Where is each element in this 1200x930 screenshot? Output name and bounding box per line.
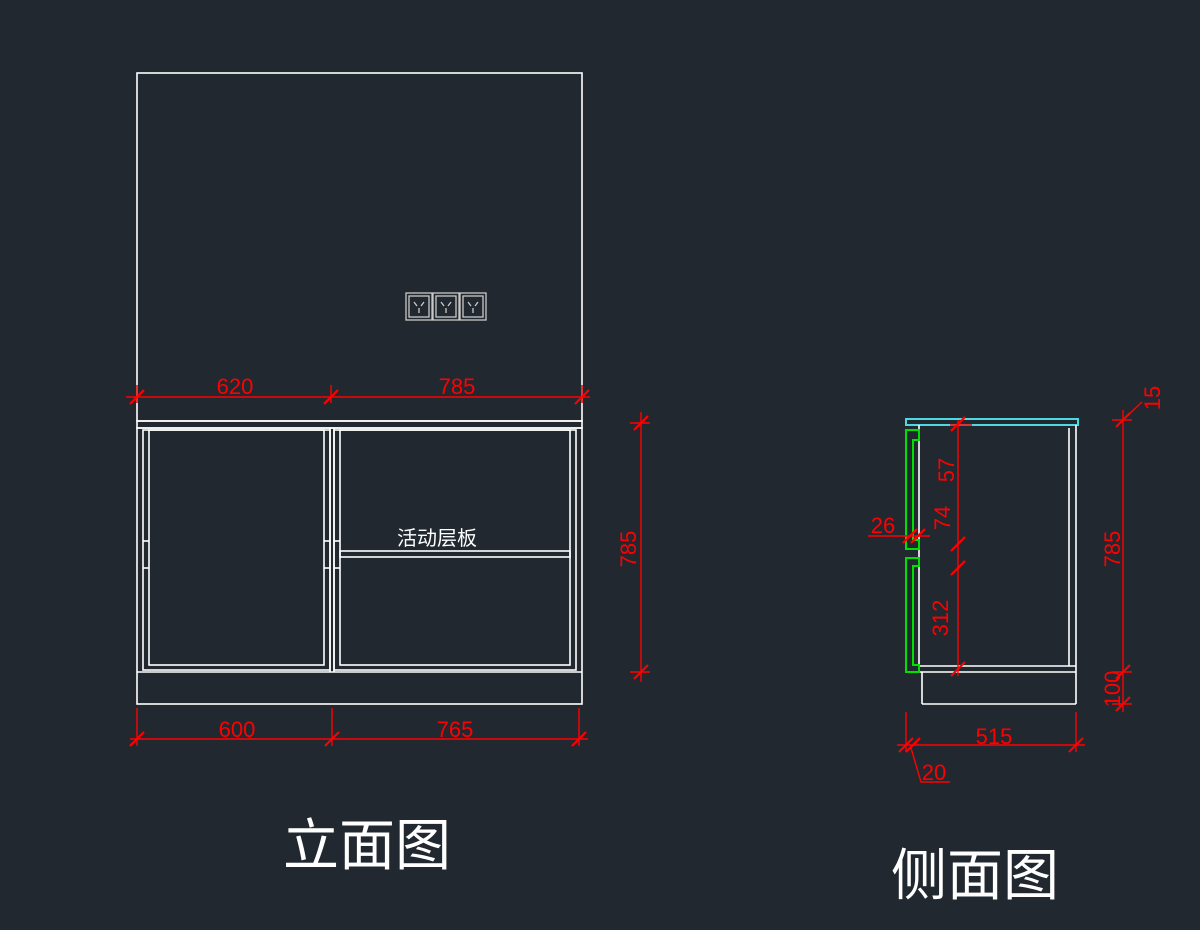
front-view-title: 立面图	[283, 814, 451, 879]
dim-785-side: 785	[1100, 531, 1125, 568]
wall-panel	[136, 72, 583, 422]
side-bottom-dimension	[897, 712, 1085, 783]
gap-dimension	[868, 528, 930, 544]
shelf-label: 活动层板	[397, 526, 477, 550]
lower-door-panel	[905, 557, 920, 673]
dim-57: 57	[934, 458, 959, 482]
socket-icon	[405, 292, 433, 321]
front-top-dimension	[126, 385, 590, 405]
cabinet-body	[136, 427, 583, 705]
dim-312: 312	[928, 600, 953, 637]
dim-15: 15	[1140, 386, 1165, 410]
dim-74: 74	[930, 506, 955, 530]
socket-icon	[432, 292, 460, 321]
side-countertop	[905, 418, 1079, 426]
front-bottom-dimension	[129, 708, 588, 747]
movable-shelf	[339, 550, 571, 558]
dim-785-top: 785	[439, 374, 476, 399]
side-height-dimension	[1112, 401, 1143, 712]
upper-door-panel	[905, 429, 920, 550]
dim-26: 26	[871, 513, 895, 538]
front-height-dimension	[630, 412, 650, 682]
dim-765: 765	[437, 717, 474, 742]
side-cabinet-body	[918, 425, 1077, 705]
dim-600: 600	[219, 717, 256, 742]
countertop	[136, 420, 583, 429]
dim-100: 100	[1100, 671, 1125, 708]
socket-group	[405, 292, 487, 321]
dim-620: 620	[217, 374, 254, 399]
side-view: 57 74 312 26 15 785 100	[868, 386, 1165, 909]
dim-785-height: 785	[616, 531, 641, 568]
side-view-title: 侧面图	[891, 844, 1059, 909]
socket-icon	[459, 292, 487, 321]
dim-515: 515	[976, 724, 1013, 749]
side-inner-dimension	[950, 416, 972, 677]
front-view: 活动层板 620 785 600 765	[126, 72, 650, 879]
dim-20: 20	[922, 760, 946, 785]
